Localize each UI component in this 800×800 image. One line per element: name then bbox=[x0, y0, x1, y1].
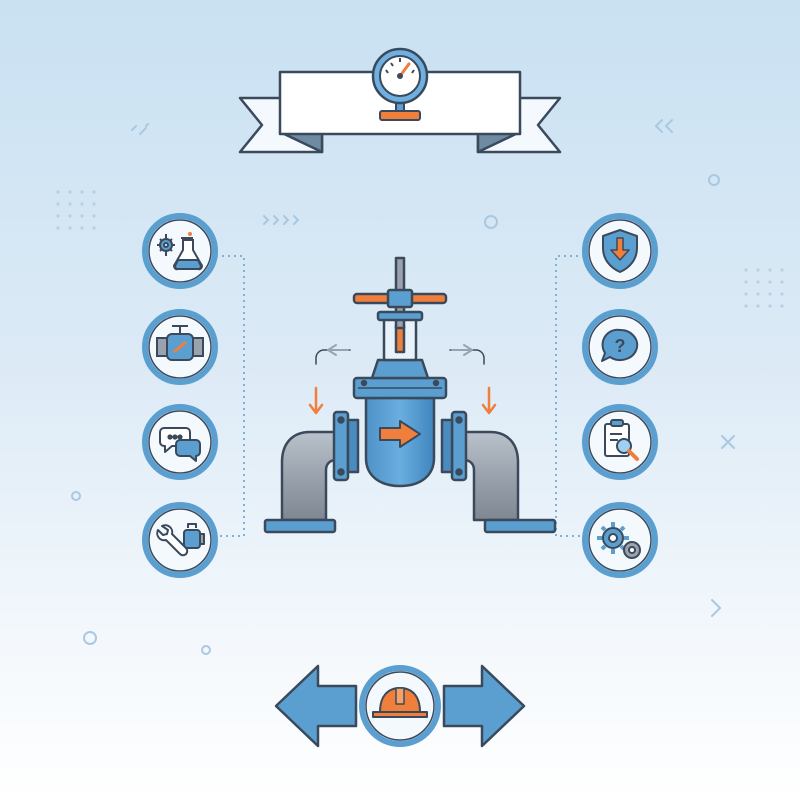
chat-bubbles-icon[interactable] bbox=[142, 404, 218, 480]
bottom-bidirectional bbox=[274, 664, 526, 748]
dot-deco bbox=[68, 202, 72, 206]
arrow-right-icon[interactable] bbox=[442, 664, 526, 748]
dot-deco bbox=[744, 292, 748, 296]
dot-deco bbox=[744, 268, 748, 272]
dot-deco bbox=[768, 292, 772, 296]
gears-icon[interactable] bbox=[582, 502, 658, 578]
hard-hat-icon[interactable] bbox=[359, 665, 441, 747]
dot-deco bbox=[56, 190, 60, 194]
chevron-right-deco bbox=[711, 599, 722, 617]
inspection-clipboard-icon[interactable] bbox=[582, 404, 658, 480]
dot-deco bbox=[744, 304, 748, 308]
svg-text:?: ? bbox=[615, 336, 626, 356]
pressure-gauge-icon bbox=[371, 47, 429, 121]
dot-deco bbox=[92, 190, 96, 194]
dot-deco bbox=[92, 214, 96, 218]
dot-deco bbox=[756, 304, 760, 308]
down-arrow-right-icon bbox=[481, 386, 497, 415]
wrench-valve-icon[interactable] bbox=[142, 502, 218, 578]
dot-deco bbox=[744, 280, 748, 284]
dot-deco bbox=[92, 202, 96, 206]
arrow-left-icon[interactable] bbox=[274, 664, 358, 748]
chevrons-deco bbox=[263, 215, 300, 225]
ring-deco bbox=[71, 491, 81, 501]
dot-deco bbox=[756, 268, 760, 272]
dot-deco bbox=[56, 202, 60, 206]
ring-deco bbox=[201, 645, 211, 655]
dot-deco bbox=[92, 226, 96, 230]
dot-deco bbox=[68, 214, 72, 218]
flow-arrow-right-icon bbox=[379, 420, 421, 448]
gate-valve-pipe-icon bbox=[263, 256, 557, 534]
dot-grid-deco bbox=[56, 190, 784, 308]
background-decorations bbox=[71, 119, 735, 655]
dot-deco bbox=[68, 226, 72, 230]
dot-deco bbox=[756, 280, 760, 284]
dot-deco bbox=[68, 190, 72, 194]
dot-deco bbox=[768, 268, 772, 272]
dot-deco bbox=[80, 214, 84, 218]
ring-deco bbox=[484, 215, 498, 229]
dot-deco bbox=[780, 280, 784, 284]
dotted-connectors bbox=[216, 255, 584, 537]
dot-deco bbox=[780, 292, 784, 296]
dot-deco bbox=[80, 190, 84, 194]
ring-deco bbox=[83, 631, 97, 645]
dot-deco bbox=[768, 304, 772, 308]
dot-deco bbox=[56, 226, 60, 230]
double-chevron-left-deco bbox=[655, 119, 673, 133]
dot-deco bbox=[56, 214, 60, 218]
left-icon-column bbox=[142, 213, 218, 578]
down-arrow-left-icon bbox=[308, 386, 324, 415]
sparkle-deco bbox=[131, 123, 149, 135]
dot-deco bbox=[780, 268, 784, 272]
question-bubble-icon[interactable]: ? bbox=[582, 309, 658, 385]
dot-deco bbox=[80, 226, 84, 230]
cross-deco bbox=[721, 435, 735, 449]
dot-deco bbox=[780, 304, 784, 308]
flow-indicators bbox=[308, 344, 497, 415]
dot-deco bbox=[756, 292, 760, 296]
dot-deco bbox=[768, 280, 772, 284]
ring-deco bbox=[708, 174, 720, 186]
gear-flask-icon[interactable] bbox=[142, 213, 218, 289]
right-icon-column: ? bbox=[582, 213, 658, 578]
dot-deco bbox=[80, 202, 84, 206]
valve-cutaway-icon[interactable] bbox=[142, 309, 218, 385]
shield-down-arrow-icon[interactable] bbox=[582, 213, 658, 289]
